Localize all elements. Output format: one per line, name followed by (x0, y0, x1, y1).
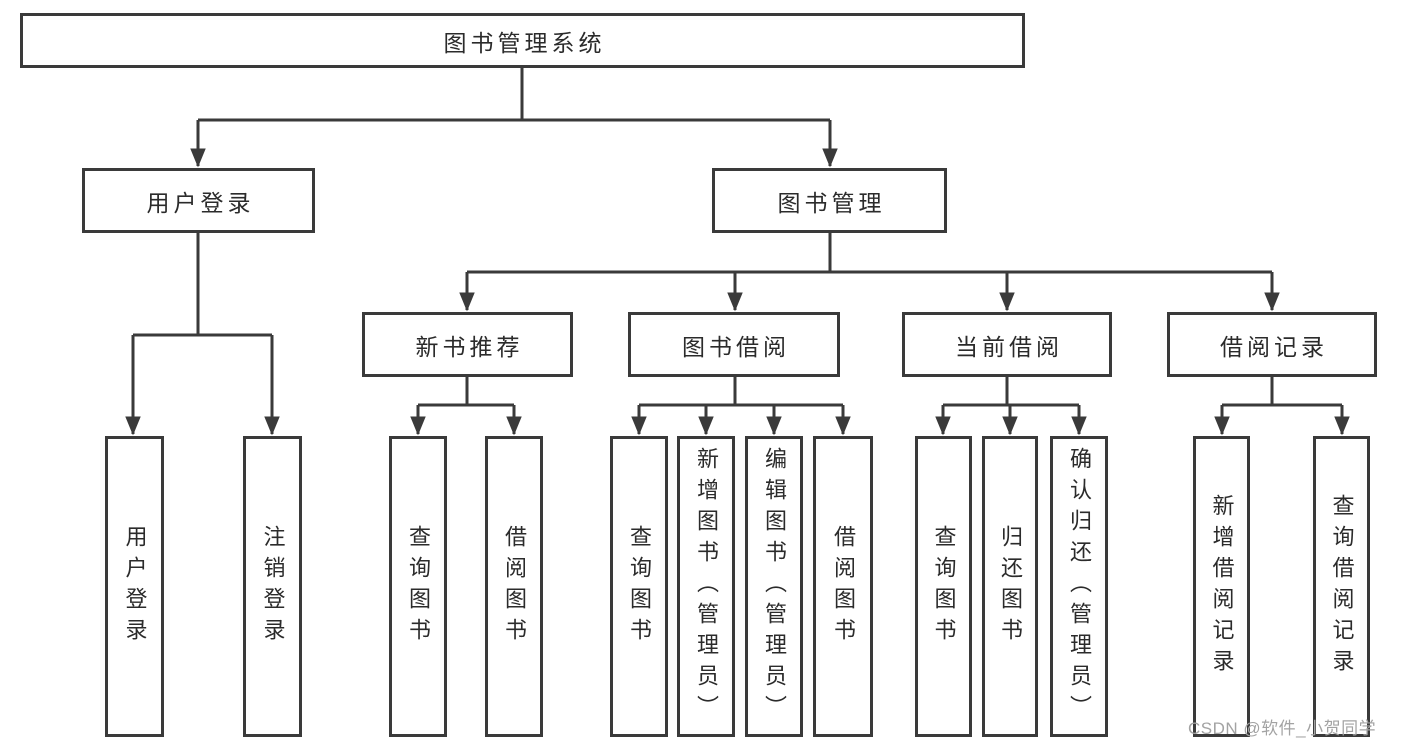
leaf-add-book-admin-label: 新增图书（管理员） (694, 447, 719, 726)
leaf-query-books-2: 查询图书 (610, 436, 668, 737)
node-current-borrow-label: 当前借阅 (955, 333, 1063, 360)
node-borrow-records: 借阅记录 (1167, 312, 1377, 377)
leaf-query-books-1: 查询图书 (389, 436, 447, 737)
leaf-user-login: 用户登录 (105, 436, 164, 737)
leaf-logout-label: 注销登录 (260, 524, 286, 649)
watermark: CSDN @软件_小贺同学 (1188, 719, 1377, 738)
leaf-query-borrow-record-label: 查询借阅记录 (1329, 493, 1355, 680)
leaf-query-books-3-label: 查询图书 (931, 524, 957, 649)
leaf-confirm-return-admin: 确认归还（管理员） (1050, 436, 1108, 737)
node-new-book-recommend: 新书推荐 (362, 312, 573, 377)
node-user-login: 用户登录 (82, 168, 315, 233)
node-root: 图书管理系统 (20, 13, 1025, 68)
leaf-return-books-label: 归还图书 (998, 524, 1023, 649)
node-current-borrow: 当前借阅 (902, 312, 1112, 377)
node-user-login-label: 用户登录 (146, 189, 255, 216)
node-book-management-label: 图书管理 (777, 189, 886, 216)
node-borrow-records-label: 借阅记录 (1220, 333, 1328, 360)
node-book-management: 图书管理 (712, 168, 947, 233)
leaf-add-borrow-record: 新增借阅记录 (1193, 436, 1250, 737)
node-book-borrow-label: 图书借阅 (682, 333, 790, 360)
leaf-edit-book-admin-label: 编辑图书（管理员） (762, 447, 787, 726)
leaf-return-books: 归还图书 (982, 436, 1038, 737)
leaf-edit-book-admin: 编辑图书（管理员） (745, 436, 803, 737)
leaf-borrow-books-1: 借阅图书 (485, 436, 543, 737)
leaf-borrow-books-2: 借阅图书 (813, 436, 873, 737)
leaf-borrow-books-1-label: 借阅图书 (502, 524, 527, 649)
node-root-label: 图书管理系统 (443, 29, 606, 56)
leaf-user-login-label: 用户登录 (122, 524, 148, 649)
leaf-add-book-admin: 新增图书（管理员） (677, 436, 735, 737)
leaf-add-borrow-record-label: 新增借阅记录 (1209, 493, 1235, 680)
leaf-query-books-1-label: 查询图书 (406, 524, 431, 649)
leaf-query-borrow-record: 查询借阅记录 (1313, 436, 1370, 737)
node-book-borrow: 图书借阅 (628, 312, 840, 377)
leaf-query-books-2-label: 查询图书 (627, 524, 652, 649)
leaf-confirm-return-admin-label: 确认归还（管理员） (1067, 447, 1092, 726)
leaf-query-books-3: 查询图书 (915, 436, 972, 737)
leaf-logout: 注销登录 (243, 436, 302, 737)
leaf-borrow-books-2-label: 借阅图书 (831, 524, 856, 649)
node-new-book-recommend-label: 新书推荐 (415, 333, 524, 360)
